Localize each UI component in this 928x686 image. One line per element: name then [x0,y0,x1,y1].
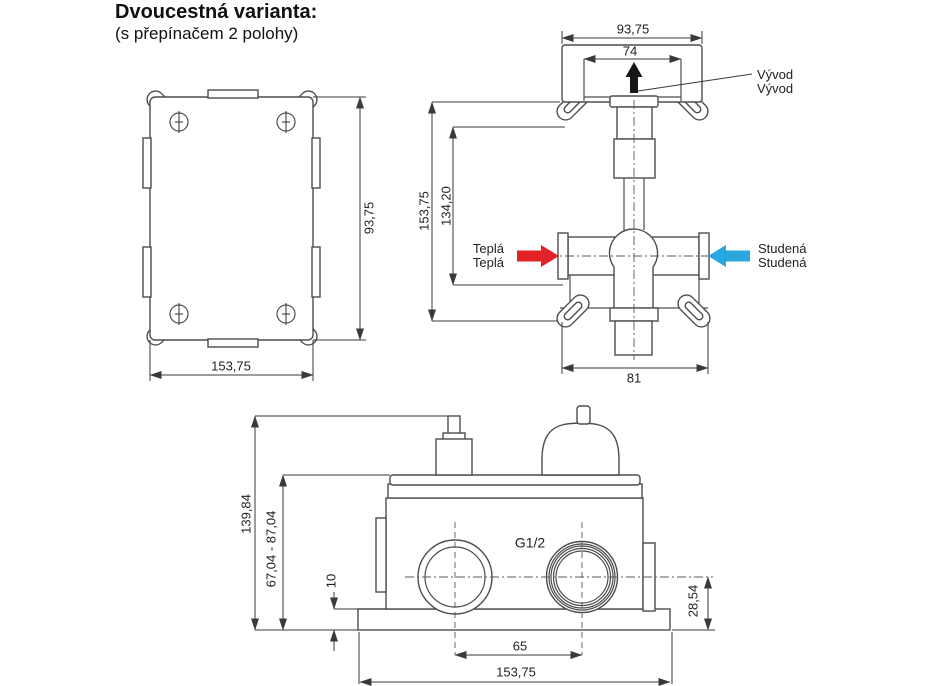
dome-cap [541,422,620,476]
top-flange [389,474,641,486]
dome-knob [576,405,591,425]
mounting-ear [552,290,594,332]
bottom-pipe [614,320,653,356]
cold-water-label-line: Studená [758,254,807,270]
stem-top [447,415,461,435]
front-view-drawing [142,86,366,381]
box-tab-left [142,137,152,189]
page-subtitle: (s přepínačem 2 polohy) [115,24,299,43]
dim-rear-top-outer: 93,75 [616,21,650,37]
hot-water-label: Teplá Teplá [473,242,504,269]
dim-side-step: 10 [323,573,339,589]
dim-front-height: 93,75 [361,201,377,235]
outlet-leader-line [637,73,753,92]
box-tab-top [207,89,259,99]
dim-rear-bottom: 81 [626,370,642,386]
dim-rear-left-outer: 153,75 [416,191,432,231]
rear-view-dimension-lines [428,31,709,374]
side-view-drawing [251,405,715,686]
dim-side-height-outer: 139,84 [238,494,254,534]
rear-view-drawing [428,31,753,374]
side-view-dimension-lines [251,415,715,686]
side-tab-left [375,517,387,593]
box-outline [149,96,314,341]
cold-water-arrow-icon [708,245,750,267]
box-tab-right [311,246,321,298]
base-plate [357,608,671,631]
dim-side-bottom-right: 28,54 [685,584,701,618]
outlet-label: Vývod Vývod [757,68,793,95]
dim-side-height-range: 67,04 - 87,04 [263,510,279,588]
dim-side-width: 153,75 [496,664,536,680]
hot-water-label-line: Teplá [472,241,504,256]
dim-front-width: 153,75 [211,358,251,374]
front-view-dimension-lines [149,96,366,381]
outlet-label-line: Vývod [757,80,794,96]
stem-block [435,438,473,476]
cold-water-label-line: Studená [758,241,807,256]
page-title: Dvoucestná varianta: [115,1,318,23]
hot-water-label-line: Teplá [472,254,504,270]
dim-side-port-spacing: 65 [512,638,528,654]
box-tab-left [142,246,152,298]
body-band [387,483,643,499]
thread-size-label: G1/2 [514,534,546,551]
hot-water-arrow-icon [517,245,559,267]
outlet-label-line: Vývod [757,67,794,82]
cold-water-label: Studená Studená [758,242,806,269]
dim-rear-top-inner: 74 [622,43,638,59]
box-tab-bottom [207,338,259,348]
outlet-fitting [616,106,653,140]
outlet-arrow-icon [625,62,643,93]
box-tab-right [311,137,321,189]
outlet-fitting [613,138,656,179]
valve-body [608,228,659,311]
dim-rear-left-inner: 134,20 [438,186,454,226]
